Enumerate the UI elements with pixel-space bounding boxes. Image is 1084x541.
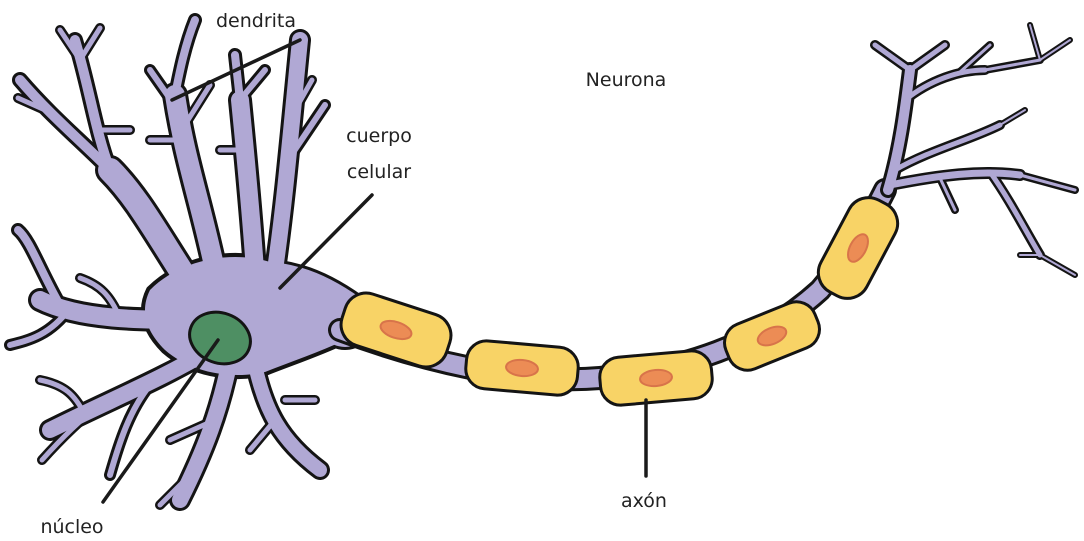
cell-body-label-line1: cuerpo — [346, 125, 412, 147]
cell-body-group — [10, 20, 345, 505]
myelin-segment — [719, 296, 826, 376]
axon-terminals — [875, 25, 1075, 275]
axon-label: axón — [621, 490, 667, 512]
myelin-segment — [811, 190, 906, 306]
diagram-title: Neurona — [586, 69, 667, 91]
myelin-segment — [598, 349, 714, 407]
myelin-segment — [335, 287, 456, 372]
nucleus-label: núcleo — [40, 516, 103, 538]
dendrite-label: dendrita — [216, 10, 296, 32]
myelin-segment — [464, 339, 580, 397]
cell-body-label-line2: celular — [347, 161, 411, 183]
